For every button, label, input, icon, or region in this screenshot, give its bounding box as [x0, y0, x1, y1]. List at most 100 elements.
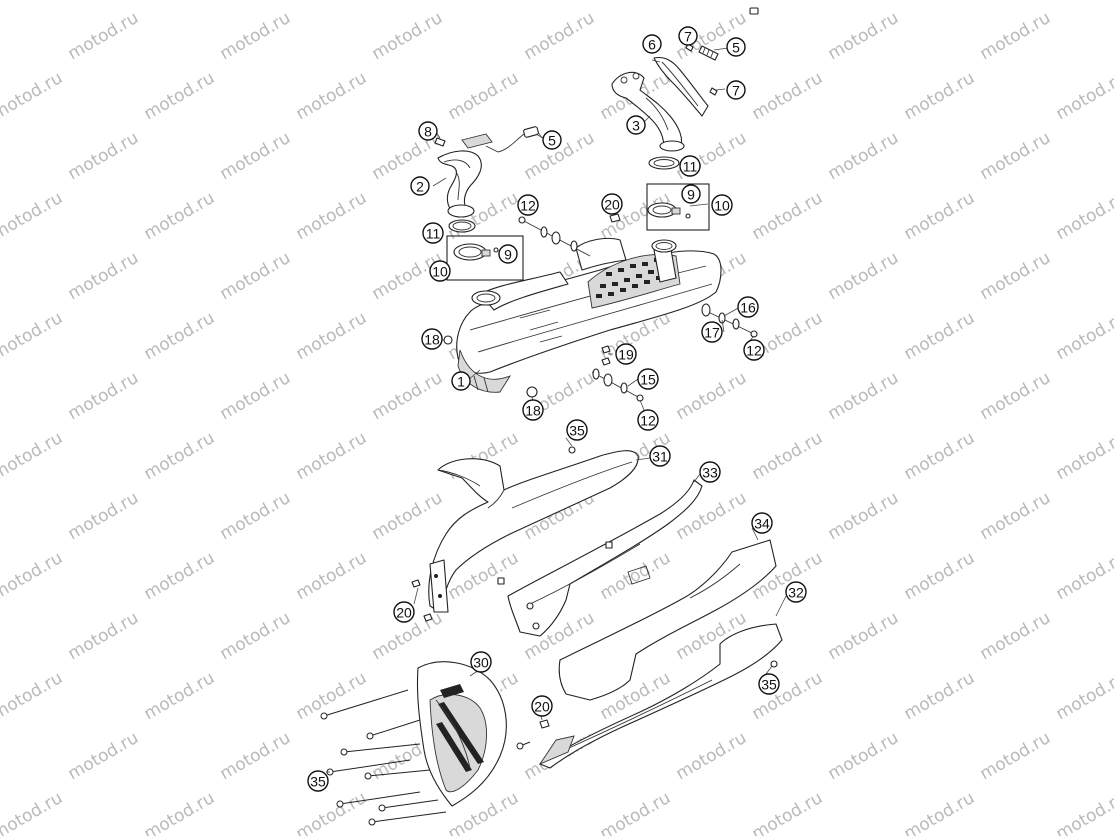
header-pipe-2 — [437, 133, 499, 218]
nuts-20-left — [411, 579, 433, 622]
clamp-10-left — [446, 235, 524, 281]
callout-number: 7 — [732, 83, 740, 99]
callout-circle — [498, 244, 518, 264]
callout-c8: 8 — [418, 121, 438, 141]
callout-circle — [642, 34, 662, 54]
callout-c12b: 12 — [743, 339, 765, 361]
callout-c7b: 7 — [726, 80, 746, 100]
callout-circle — [701, 321, 723, 343]
callout-circle — [679, 155, 701, 177]
callout-circle — [615, 343, 637, 365]
callout-number: 19 — [618, 347, 634, 363]
callout-circle — [678, 26, 698, 46]
callout-number: 5 — [548, 133, 556, 149]
callout-circle — [517, 194, 539, 216]
muffler-1 — [456, 237, 722, 393]
callout-circle — [531, 695, 553, 717]
callout-c35b: 35 — [758, 673, 780, 695]
callout-c16: 16 — [737, 296, 759, 318]
callout-circle — [751, 512, 773, 534]
callout-c20b: 20 — [393, 601, 415, 623]
callout-c2: 2 — [410, 176, 430, 196]
callout-circle — [626, 115, 646, 135]
callout-circle — [429, 260, 451, 282]
callout-c5b: 5 — [726, 37, 746, 57]
panel-31 — [428, 446, 639, 613]
callout-c9b: 9 — [681, 184, 701, 204]
callout-c34: 34 — [751, 512, 773, 534]
callout-c3: 3 — [626, 115, 646, 135]
callout-number: 34 — [754, 516, 770, 532]
callout-number: 2 — [416, 179, 424, 195]
callout-circle — [758, 673, 780, 695]
callout-number: 6 — [648, 37, 656, 53]
callout-number: 8 — [424, 124, 432, 140]
callout-c31: 31 — [649, 445, 671, 467]
callout-circle — [743, 339, 765, 361]
gasket-11-right — [648, 156, 680, 170]
callout-circle — [410, 176, 430, 196]
leader-lines — [326, 47, 787, 773]
callout-number: 20 — [604, 197, 620, 213]
callout-number: 18 — [525, 403, 541, 419]
callout-number: 3 — [632, 118, 640, 134]
callout-number: 5 — [732, 40, 740, 56]
callout-c1: 1 — [451, 371, 471, 391]
callout-circle — [422, 222, 444, 244]
callout-c7a: 7 — [678, 26, 698, 46]
callout-number: 9 — [687, 187, 695, 203]
callout-number: 12 — [746, 343, 762, 359]
callout-number: 11 — [683, 159, 698, 175]
callout-c18b: 18 — [522, 399, 544, 421]
callout-c11a: 11 — [422, 222, 444, 244]
callout-number: 11 — [426, 226, 441, 242]
callout-circle — [681, 184, 701, 204]
callout-number: 35 — [569, 423, 585, 439]
callout-c30: 30 — [470, 651, 492, 673]
callout-c5a: 5 — [542, 130, 562, 150]
callout-number: 32 — [788, 585, 804, 601]
callout-number: 1 — [457, 374, 465, 390]
grille-30 — [416, 661, 507, 807]
callout-number: 35 — [761, 677, 777, 693]
callout-number: 10 — [432, 264, 448, 280]
callout-c15: 15 — [637, 368, 659, 390]
screws-35-grille — [320, 689, 531, 826]
panel-34 — [558, 539, 777, 701]
callout-c35c: 35 — [307, 770, 329, 792]
callout-number: 20 — [396, 605, 412, 621]
callout-number: 7 — [684, 29, 692, 45]
callout-c11b: 11 — [679, 155, 701, 177]
callout-circle — [522, 399, 544, 421]
callout-c12a: 12 — [517, 194, 539, 216]
header-pipe-3 — [611, 71, 685, 152]
callout-circle — [637, 368, 659, 390]
callout-c19: 19 — [615, 343, 637, 365]
callout-number: 30 — [473, 655, 489, 671]
callout-circle — [737, 296, 759, 318]
gasket-11-left — [448, 219, 476, 233]
callout-c20c: 20 — [531, 695, 553, 717]
callout-c17: 17 — [701, 321, 723, 343]
sensor-5-left — [497, 126, 543, 153]
callout-circle — [726, 80, 746, 100]
callout-circle — [637, 409, 659, 431]
callout-c10b: 10 — [711, 194, 733, 216]
callout-circle — [711, 194, 733, 216]
callout-number: 10 — [714, 198, 730, 214]
callout-number: 18 — [424, 332, 440, 348]
callout-c18a: 18 — [421, 328, 443, 350]
callout-number: 33 — [702, 465, 718, 481]
callout-c20a: 20 — [601, 193, 623, 215]
callout-c6: 6 — [642, 34, 662, 54]
callout-number: 12 — [520, 198, 536, 214]
callout-circle — [307, 770, 329, 792]
callout-circle — [601, 193, 623, 215]
callout-circle — [699, 461, 721, 483]
bolt-set-right — [701, 303, 758, 338]
callout-number: 16 — [740, 300, 756, 316]
panel-32 — [538, 623, 783, 769]
callout-c33: 33 — [699, 461, 721, 483]
